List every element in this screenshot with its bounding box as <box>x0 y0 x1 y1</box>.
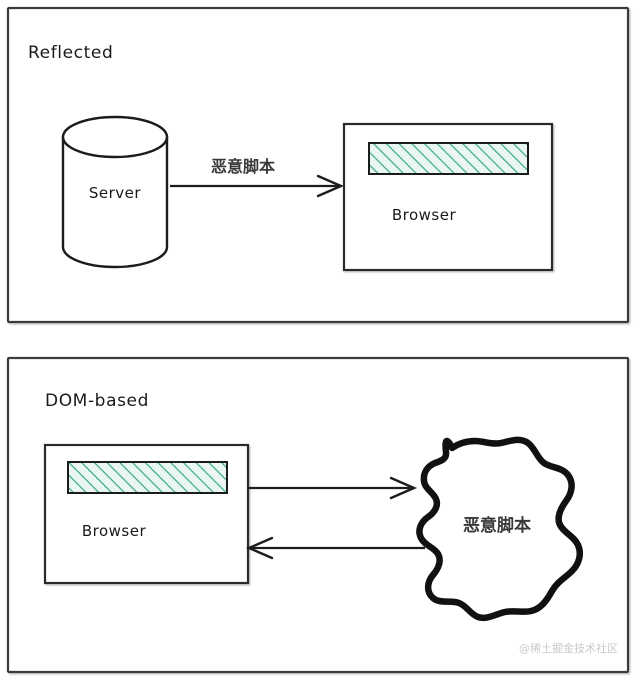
script-blob-shape <box>416 436 583 622</box>
edge-server-to-browser: 恶意脚本 <box>170 157 345 198</box>
edge-blob-to-browser <box>245 536 425 560</box>
edge-server-to-browser-label: 恶意脚本 <box>211 157 275 176</box>
script-blob-node: 恶意脚本 <box>416 436 583 622</box>
browser-label-reflected: Browser <box>392 206 457 224</box>
browser-node-reflected: Browser <box>342 122 554 272</box>
server-node: Server <box>61 115 169 269</box>
edge-browser-to-blob <box>249 476 418 500</box>
hatched-bar-dom <box>67 461 228 494</box>
hatched-bar-reflected <box>368 142 529 175</box>
edge-server-to-browser-arrowhead <box>316 174 345 198</box>
server-cylinder-body <box>61 135 169 269</box>
browser-label-dom: Browser <box>82 522 147 540</box>
server-label: Server <box>89 184 142 202</box>
server-cylinder-top <box>61 115 169 159</box>
watermark: @稀土掘金技术社区 <box>519 641 618 655</box>
script-blob-label: 恶意脚本 <box>463 515 531 536</box>
panel-dom-based: DOM-based Browser 恶意脚本 <box>6 356 630 674</box>
panel-dom-based-title: DOM-based <box>45 391 149 411</box>
panel-reflected: Reflected Server 恶意脚本 Browser <box>6 6 630 324</box>
panel-reflected-title: Reflected <box>28 43 113 63</box>
edge-browser-to-blob-arrowhead <box>389 476 418 500</box>
browser-node-dom: Browser <box>43 443 250 585</box>
edge-blob-to-browser-arrowhead <box>245 536 274 560</box>
